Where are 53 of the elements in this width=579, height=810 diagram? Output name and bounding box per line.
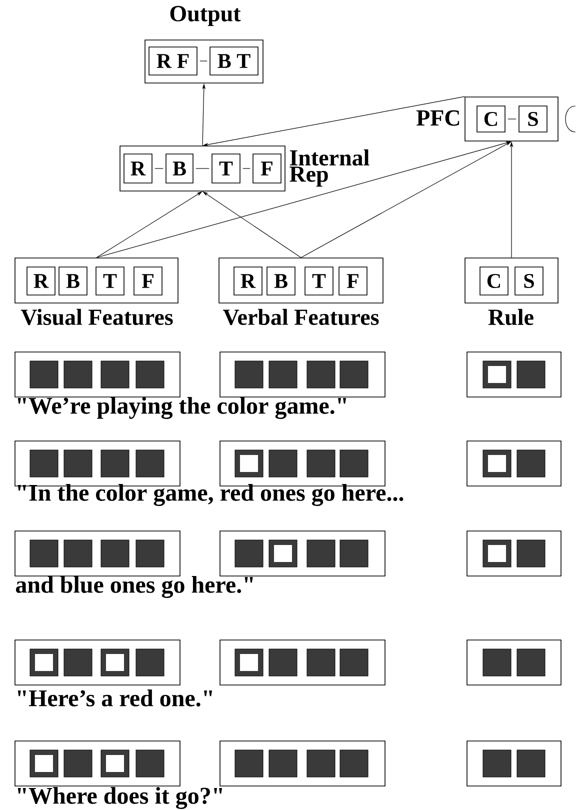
unit-box: R F — [148, 46, 198, 76]
layer-label: Internal Rep — [290, 149, 370, 187]
unit-box: B — [58, 266, 88, 296]
utterance-text: and blue ones go here." — [16, 576, 253, 598]
inhibition-link — [242, 168, 250, 169]
activation-box — [466, 530, 562, 576]
unit-box: S — [514, 266, 544, 296]
layer-box — [464, 258, 558, 304]
layer-box — [464, 96, 558, 142]
unit-box: R — [234, 266, 262, 296]
utterance-text: "We’re playing the color game." — [18, 397, 346, 419]
activation-box — [220, 352, 386, 398]
inhibition-link — [200, 60, 208, 62]
activation-box — [466, 440, 562, 486]
layer-label: Output — [170, 6, 241, 26]
unit-box: R — [124, 154, 152, 184]
layer-box — [144, 40, 264, 84]
layer-label: Visual Features — [20, 308, 173, 326]
unit-box: B T — [210, 46, 258, 76]
utterance-text: "Here’s a red one." — [18, 690, 212, 706]
utterance-text: "In the color game, red ones go here... — [18, 484, 404, 506]
inhibition-link — [508, 118, 516, 120]
unit-box: C — [480, 266, 508, 296]
unit-box: R — [26, 266, 56, 296]
unit-box: C — [476, 106, 506, 132]
inhibition-link — [154, 168, 164, 169]
activation-box — [14, 640, 180, 686]
unit-box: F — [338, 266, 368, 296]
activation-box — [14, 740, 180, 786]
unit-box: B — [166, 154, 194, 184]
activation-box — [14, 530, 180, 576]
layer-box — [218, 258, 384, 304]
activation-box — [220, 640, 386, 686]
inhibition-link — [196, 168, 210, 169]
activation-box — [220, 530, 386, 576]
activation-box — [466, 352, 562, 398]
unit-box: F — [134, 266, 162, 296]
utterance-text: "Where does it go?" — [18, 787, 222, 809]
unit-box: T — [96, 266, 124, 296]
activation-box — [466, 640, 562, 686]
unit-box: F — [252, 154, 282, 184]
activation-box — [466, 740, 562, 786]
layer-label: PFC — [416, 110, 460, 126]
activation-box — [14, 352, 180, 398]
unit-box: T — [304, 266, 334, 296]
layer-box — [120, 146, 286, 192]
layer-box — [14, 258, 178, 304]
activation-box — [220, 740, 386, 786]
unit-box: S — [518, 106, 548, 132]
layer-label: Verbal Features — [223, 308, 379, 326]
unit-box: B — [266, 266, 296, 296]
layer-label: Rule — [488, 308, 534, 326]
unit-box: T — [212, 154, 240, 184]
